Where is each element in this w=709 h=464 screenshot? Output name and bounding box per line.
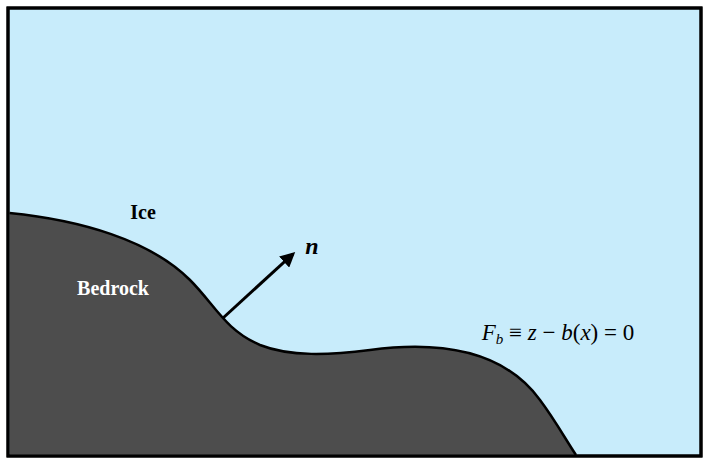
ice-region	[8, 8, 701, 456]
vector-symbol: n	[305, 234, 318, 258]
bedrock-region	[10, 213, 577, 455]
region-label: Ice	[130, 202, 156, 222]
frame	[8, 8, 701, 456]
normal-vector-arrow	[223, 254, 293, 318]
bed-interface	[10, 213, 577, 455]
region-label: Bedrock	[77, 278, 149, 298]
surface-equation: Fb ≡ z − b(x) = 0	[482, 321, 635, 344]
